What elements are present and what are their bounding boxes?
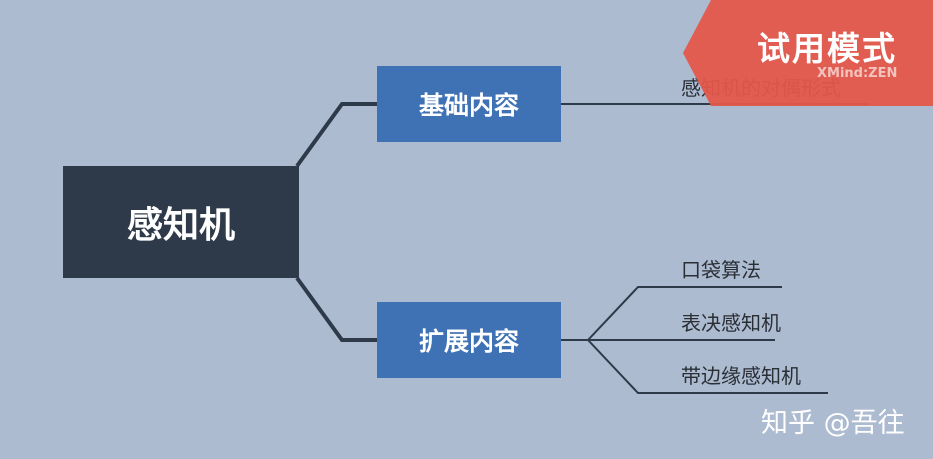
- trial-mode-badge: 试用模式 XMind:ZEN: [683, 0, 933, 106]
- branch-topic-extended[interactable]: 扩展内容: [377, 302, 561, 378]
- branch-topic-label: 扩展内容: [418, 327, 519, 356]
- zhihu-watermark: 知乎 @吾往: [761, 408, 905, 439]
- trial-mode-text: 试用模式: [757, 29, 897, 68]
- subtopic-pocket-algorithm[interactable]: 口袋算法: [681, 258, 761, 282]
- connector-root-branch-1: [295, 102, 377, 168]
- xmind-brand-logo: XMind:ZEN: [817, 66, 898, 81]
- subtopic-margin-perceptron[interactable]: 带边缘感知机: [681, 364, 801, 388]
- root-topic[interactable]: 感知机: [63, 166, 299, 278]
- trial-badge-shape: [683, 0, 933, 106]
- branch-topic-label: 基础内容: [418, 91, 519, 120]
- connector-root-branch-2: [295, 276, 377, 342]
- connector-branch-2-leaf-1: [561, 286, 782, 341]
- subtopic-voted-perceptron[interactable]: 表决感知机: [681, 311, 781, 335]
- branch-topic-basic[interactable]: 基础内容: [377, 66, 561, 142]
- root-topic-label: 感知机: [126, 205, 235, 246]
- connector-branch-2-leaf-3: [587, 339, 828, 394]
